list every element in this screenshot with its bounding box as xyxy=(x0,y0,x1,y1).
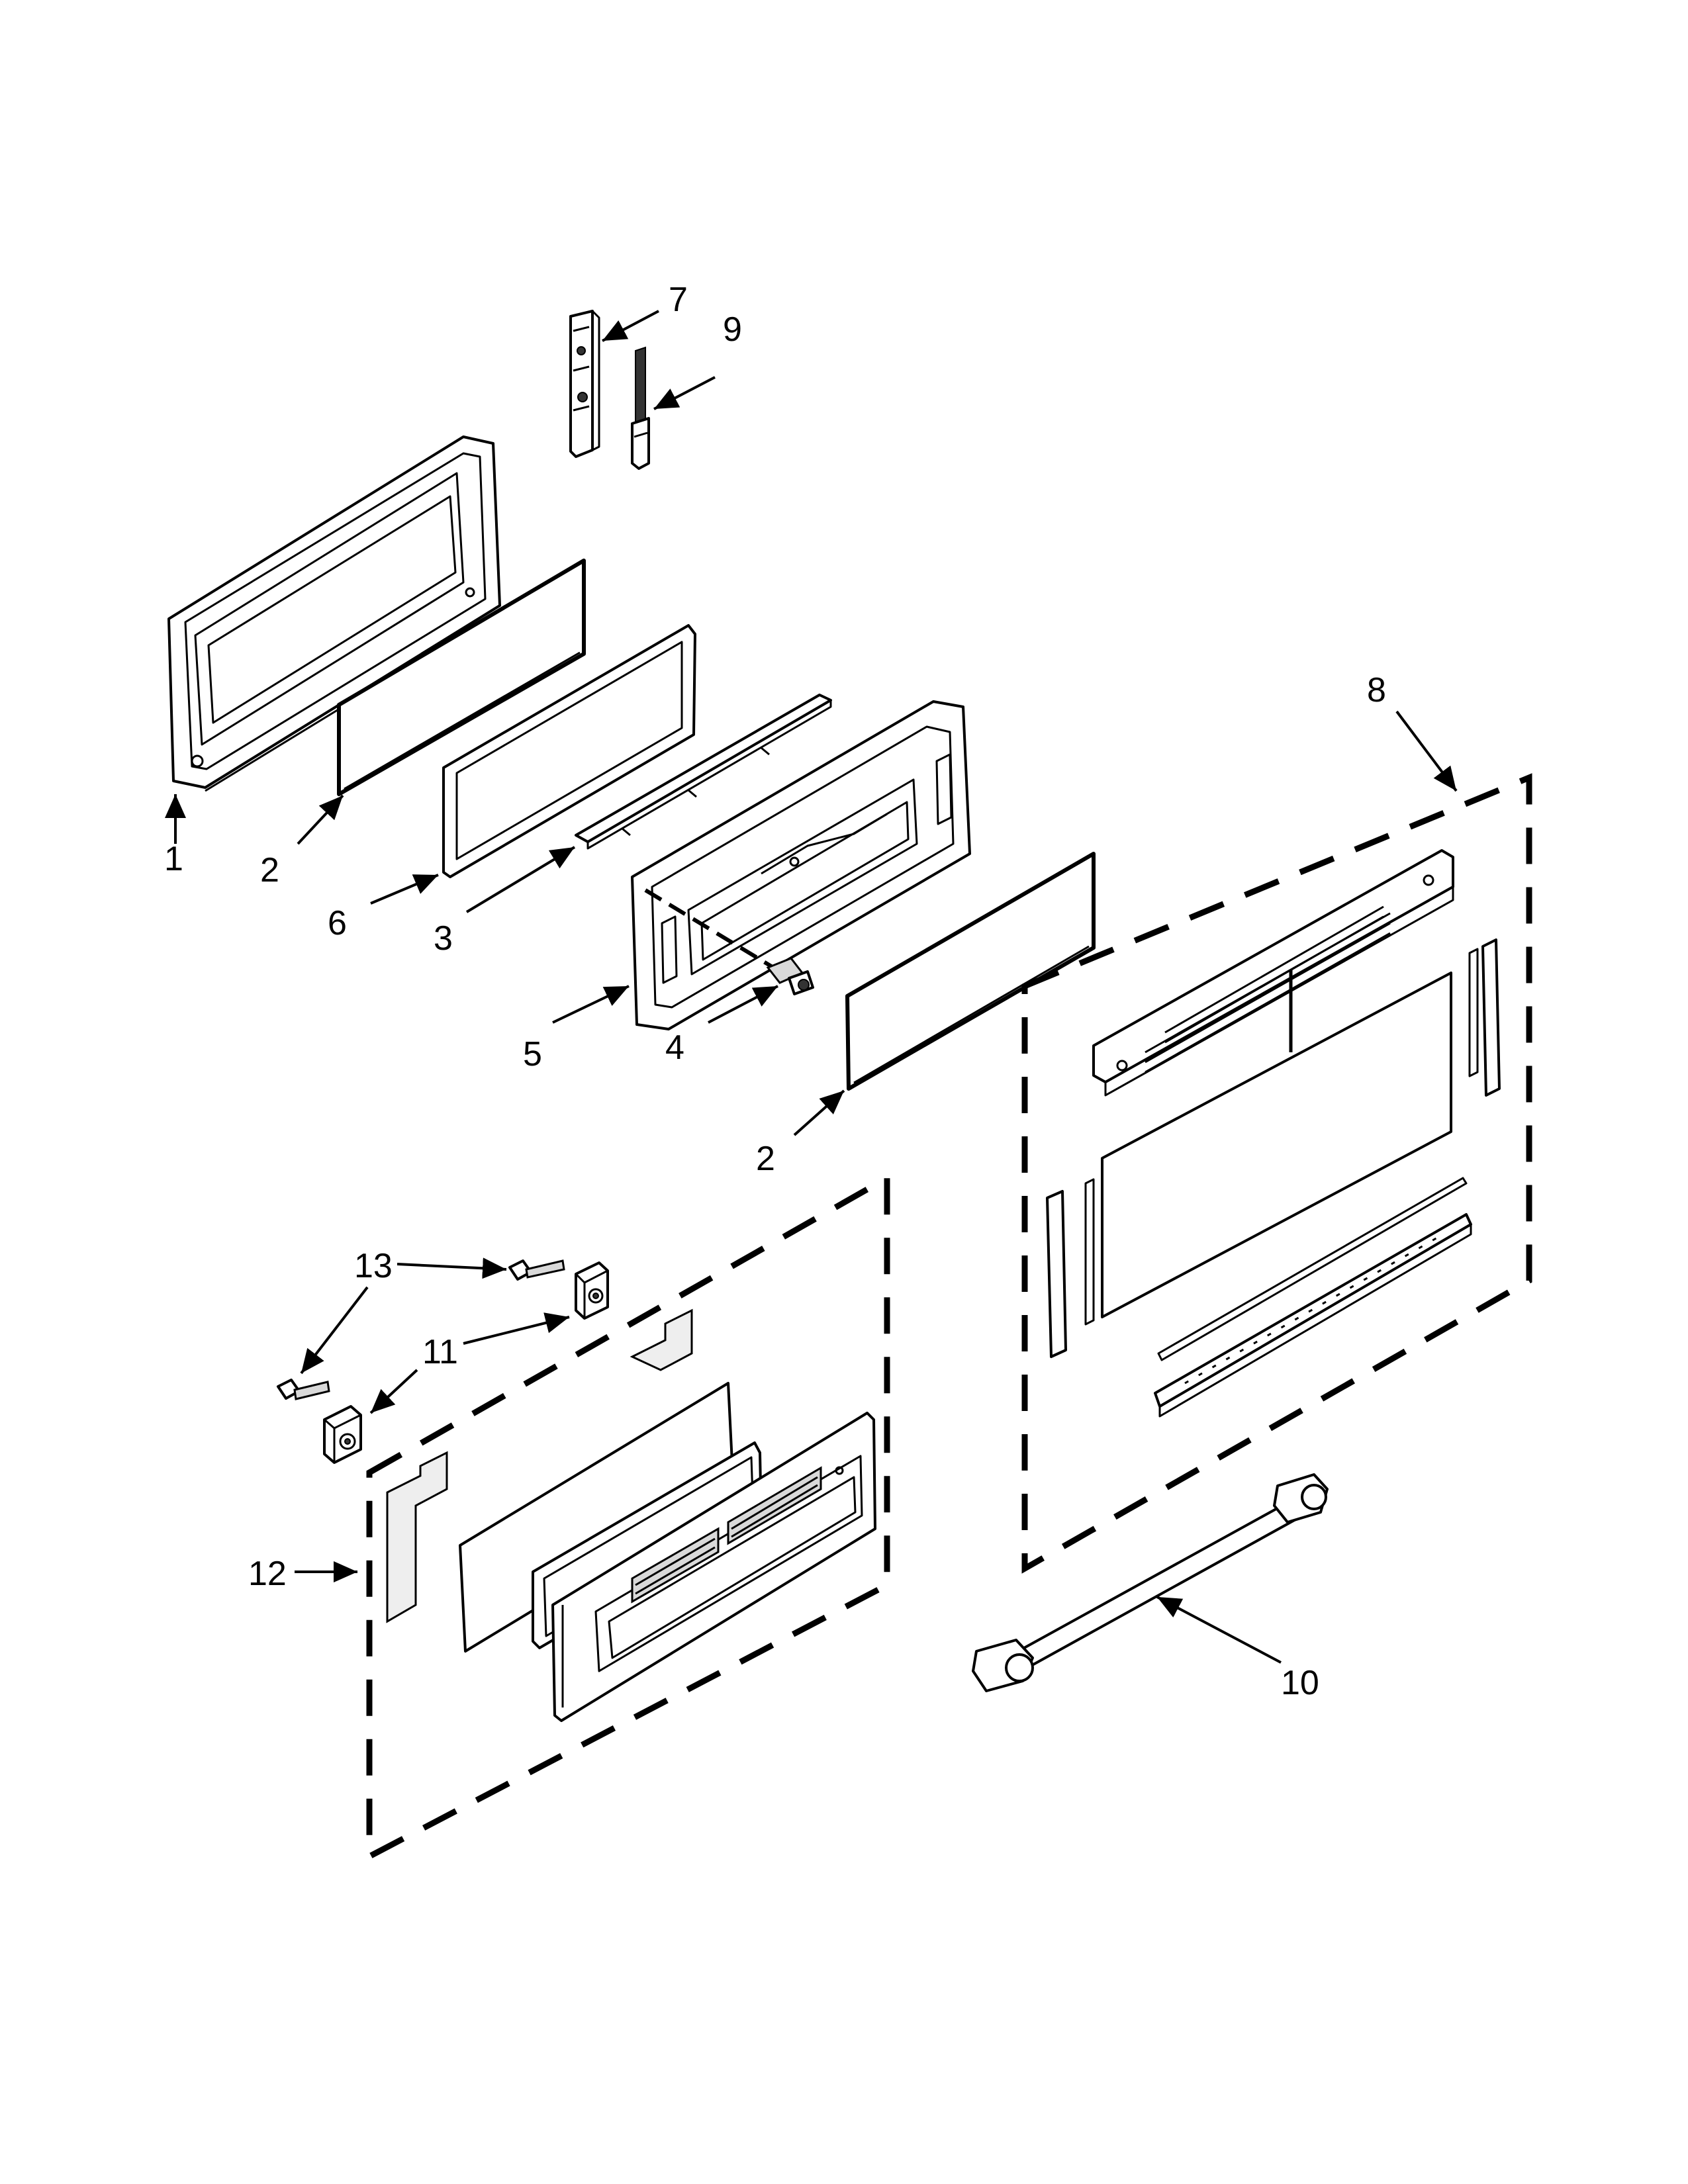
callout-4: 4 xyxy=(665,1028,684,1067)
callout-7: 7 xyxy=(669,281,688,319)
part-5-door-liner xyxy=(631,700,971,1030)
callout-9: 9 xyxy=(723,310,742,349)
leader-8 xyxy=(1395,710,1458,792)
leader-3 xyxy=(465,846,576,913)
callout-12: 12 xyxy=(248,1555,287,1593)
part-13-screw-lower xyxy=(277,1379,330,1400)
part-8-side-rail-left xyxy=(1046,1178,1095,1358)
part-2-glass-panel-upper xyxy=(337,559,586,796)
leader-arrows xyxy=(165,310,1458,1664)
assembly-dash-line xyxy=(644,888,792,980)
callout-1: 1 xyxy=(164,840,183,878)
callout-3: 3 xyxy=(434,919,453,958)
callout-13: 13 xyxy=(354,1247,393,1285)
leader-2-upper xyxy=(297,794,344,845)
part-8-assembly-outline xyxy=(1021,773,1532,1574)
leader-7 xyxy=(602,310,659,342)
part-1-inner-door-frame xyxy=(167,435,504,792)
leader-10 xyxy=(1156,1596,1282,1664)
leader-11-upper xyxy=(463,1312,570,1345)
part-12-outer-door-panel xyxy=(551,1412,876,1722)
part-13-screw-upper xyxy=(508,1259,565,1281)
leader-4 xyxy=(708,985,778,1024)
part-8-glass-pane xyxy=(1101,972,1452,1318)
leader-9 xyxy=(653,376,716,410)
part-8-bottom-rails xyxy=(1154,1177,1472,1418)
leader-11-lower xyxy=(369,1369,418,1414)
leader-5 xyxy=(552,985,630,1024)
part-11-hinge-bracket-upper xyxy=(575,1261,609,1320)
leader-6 xyxy=(370,874,439,905)
part-10-door-handle xyxy=(972,1473,1329,1692)
callout-2-upper: 2 xyxy=(260,851,279,889)
part-4-shoulder-screw xyxy=(766,957,814,995)
callout-labels: 1 2 6 3 5 4 2 7 9 8 10 11 12 13 xyxy=(164,281,1386,1702)
callout-8: 8 xyxy=(1367,671,1386,709)
part-6-gasket-frame xyxy=(442,624,696,878)
callout-11: 11 xyxy=(422,1333,458,1371)
callout-2-lower: 2 xyxy=(756,1140,775,1178)
part-11-hinge-bracket-lower xyxy=(323,1405,362,1464)
callout-5: 5 xyxy=(523,1035,542,1073)
part-8-vent-trim-assembly xyxy=(1092,849,1454,1097)
part-12-insulation-pieces xyxy=(386,1308,693,1623)
callout-10: 10 xyxy=(1281,1664,1319,1702)
leader-2-lower xyxy=(793,1089,845,1136)
part-2-glass-panel-lower xyxy=(845,852,1096,1091)
part-7-latch-bracket xyxy=(569,310,600,458)
leader-13-lower xyxy=(300,1286,369,1375)
part-3-trim-strip xyxy=(575,694,832,850)
part-8-side-rail-right xyxy=(1468,938,1501,1097)
leader-13-upper xyxy=(397,1257,507,1279)
callout-6: 6 xyxy=(328,904,347,942)
part-9-latch-hook xyxy=(631,346,650,470)
